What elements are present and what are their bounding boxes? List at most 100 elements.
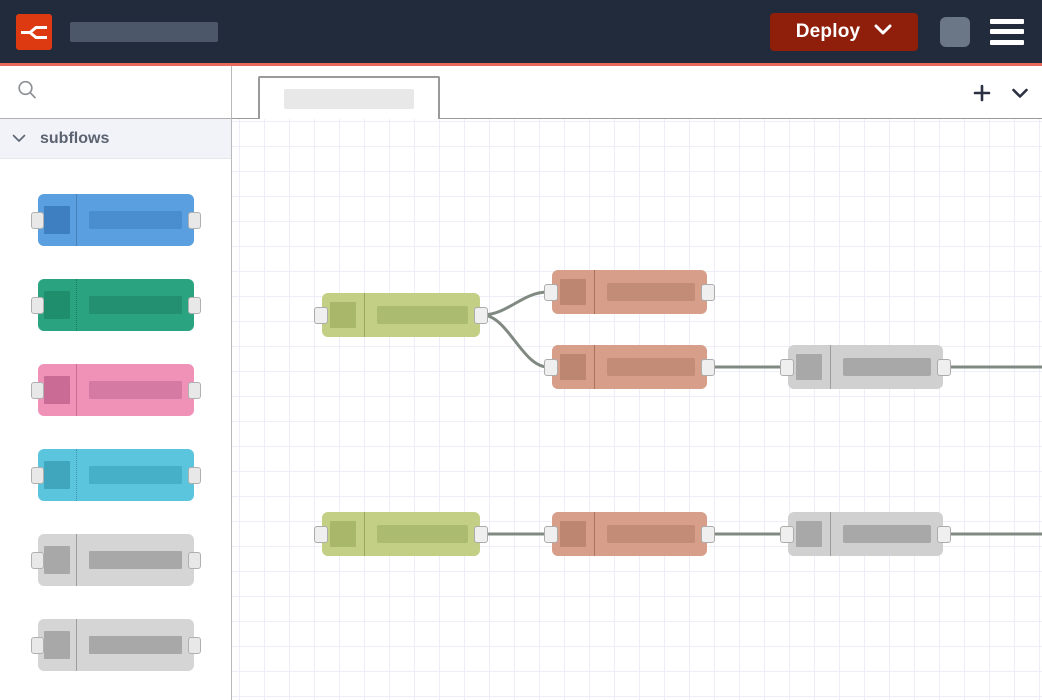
palette-node-body [77,619,194,671]
flow-node-divider [594,512,595,556]
flow-node-glyph-icon [560,279,586,305]
flow-node-glyph-icon [796,354,822,380]
palette-node-divider [75,448,77,501]
flow-node-glyph-icon [330,302,356,328]
palette-node-input-port[interactable] [30,211,44,229]
palette-node-output-port[interactable] [187,466,201,484]
palette-node-divider [75,618,77,671]
flow-node-divider [594,345,595,389]
chevron-down-icon[interactable] [1010,86,1030,100]
palette-node-output-port[interactable] [187,381,201,399]
flow-node-body [595,345,707,389]
flow-node-icon-cell [322,293,364,337]
flow-node-divider [364,512,365,556]
flow-canvas[interactable] [232,119,1042,700]
flow-node-output-port[interactable] [937,359,951,376]
palette-node-glyph-icon [43,545,70,574]
palette-node-1[interactable] [30,193,201,246]
palette-node-input-port[interactable] [30,636,44,654]
node-red-logo-icon[interactable] [16,13,52,50]
palette-entry [0,262,231,347]
palette-node-list [0,159,231,687]
palette-node-output-port[interactable] [187,296,201,314]
palette-node-icon-cell [38,279,76,331]
flow-node-output-port[interactable] [701,359,715,376]
flow-node-input-port[interactable] [544,526,558,543]
wire-green-top-to-salmon-mid[interactable] [480,313,550,369]
palette-node-label [88,465,182,484]
palette-node-input-port[interactable] [30,381,44,399]
palette-node-3[interactable] [30,363,201,416]
flow-node-output-port[interactable] [701,284,715,301]
flow-node-input-port[interactable] [544,284,558,301]
palette-sidebar: subflows [0,66,232,700]
flow-node-divider [364,293,365,337]
flow-node-green-top[interactable] [314,293,488,337]
palette-node-input-port[interactable] [30,551,44,569]
palette-node-6[interactable] [30,618,201,671]
flow-node-input-port[interactable] [780,359,794,376]
palette-entry [0,517,231,602]
flow-node-salmon-top[interactable] [544,270,715,314]
flow-node-salmon-bottom[interactable] [544,512,715,556]
palette-entry [0,432,231,517]
palette-entry [0,347,231,432]
palette-node-divider [75,363,77,416]
flow-node-label [843,358,931,376]
palette-node-body [77,449,194,501]
palette-node-label [88,635,182,654]
flow-node-output-port[interactable] [474,526,488,543]
flow-node-output-port[interactable] [474,307,488,324]
flow-tab-bar [232,66,1042,120]
hamburger-menu-icon[interactable] [990,18,1024,45]
palette-category-subflows[interactable]: subflows [0,119,231,159]
flow-node-glyph-icon [560,354,586,380]
flow-node-input-port[interactable] [544,359,558,376]
flow-node-gray-mid[interactable] [780,345,951,389]
palette-node-output-port[interactable] [187,636,201,654]
palette-node-icon-cell [38,364,76,416]
palette-entry [0,177,231,262]
flow-node-input-port[interactable] [314,526,328,543]
flow-node-green-bottom[interactable] [314,512,488,556]
palette-node-glyph-icon [43,205,70,234]
palette-node-2[interactable] [30,278,201,331]
palette-node-body [77,534,194,586]
user-avatar-button[interactable] [940,16,970,47]
palette-node-output-port[interactable] [187,211,201,229]
chevron-down-icon[interactable] [12,130,26,148]
flow-node-output-port[interactable] [937,526,951,543]
flow-node-salmon-mid[interactable] [544,345,715,389]
flow-node-body [595,270,707,314]
search-icon [16,79,38,106]
flow-node-label [843,525,931,543]
palette-node-body [77,194,194,246]
flow-tab-1[interactable] [258,76,440,120]
flow-node-body [365,293,480,337]
wire-green-top-to-salmon-top[interactable] [480,290,550,317]
flow-node-body [831,345,943,389]
deploy-button[interactable]: Deploy [770,12,918,51]
palette-search-box[interactable] [0,66,231,119]
flow-node-label [607,283,695,301]
flow-node-gray-bottom[interactable] [780,512,951,556]
palette-node-output-port[interactable] [187,551,201,569]
palette-node-input-port[interactable] [30,296,44,314]
plus-icon[interactable] [972,83,992,103]
palette-node-5[interactable] [30,533,201,586]
palette-node-icon-cell [38,534,76,586]
flow-node-input-port[interactable] [314,307,328,324]
flow-node-output-port[interactable] [701,526,715,543]
flow-node-input-port[interactable] [780,526,794,543]
palette-node-input-port[interactable] [30,466,44,484]
workspace [232,66,1042,700]
palette-node-body [77,279,194,331]
flow-node-icon-cell [552,270,594,314]
palette-node-4[interactable] [30,448,201,501]
flow-node-icon-cell [552,345,594,389]
flow-title-placeholder[interactable] [70,21,218,42]
flow-node-icon-cell [552,512,594,556]
chevron-down-icon[interactable] [874,24,892,39]
palette-node-label [88,550,182,569]
